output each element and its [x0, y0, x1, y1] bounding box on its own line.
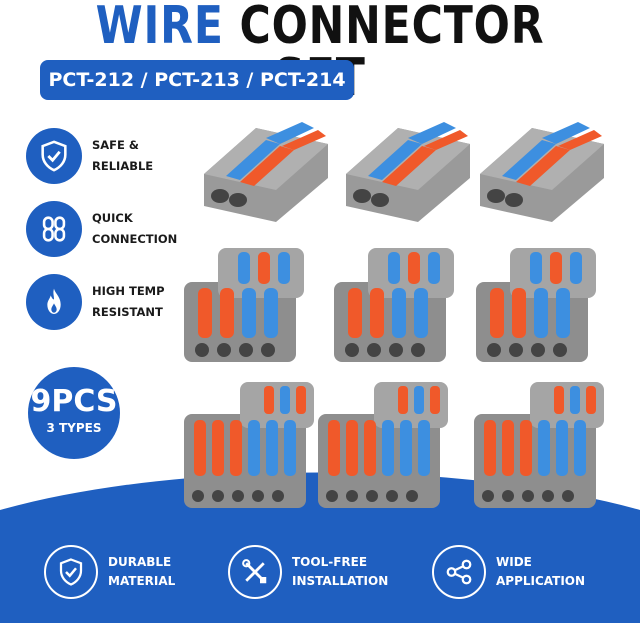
title-accent: WIRE	[95, 0, 224, 56]
product-4way-3	[474, 382, 604, 508]
pcs-count: 9PCS	[30, 384, 118, 419]
bottom-feature-toolfree-line2: INSTALLATION	[292, 574, 389, 588]
feature-quick-line2: CONNECTION	[92, 232, 178, 246]
page-title: WIRE CONNECTOR SET	[58, 0, 583, 104]
link-icon	[26, 201, 82, 257]
feature-heat: HIGH TEMP RESISTANT	[26, 274, 165, 330]
product-3way-3	[476, 248, 596, 362]
pcs-types: 3 TYPES	[46, 421, 102, 435]
feature-heat-line2: RESISTANT	[92, 305, 163, 319]
flame-icon	[26, 274, 82, 330]
product-3way-1	[184, 248, 304, 362]
feature-quick-line1: QUICK	[92, 211, 133, 225]
product-4way-2	[318, 382, 448, 508]
bottom-feature-durable-line1: DURABLE	[108, 555, 172, 569]
product-2way-2	[346, 122, 470, 222]
bottom-feature-durable: DURABLE MATERIAL	[44, 545, 175, 599]
bottom-feature-durable-line2: MATERIAL	[108, 574, 176, 588]
tools-icon	[228, 545, 282, 599]
product-2way-1	[204, 122, 328, 222]
feature-safe-line2: RELIABLE	[92, 159, 154, 173]
feature-safe-line1: SAFE &	[92, 138, 139, 152]
bottom-feature-toolfree-line1: TOOL-FREE	[292, 555, 368, 569]
feature-safe: SAFE & RELIABLE	[26, 128, 153, 184]
feature-quick: QUICK CONNECTION	[26, 201, 177, 257]
product-4way-1	[184, 382, 314, 508]
feature-heat-line1: HIGH TEMP	[92, 284, 165, 298]
shield-check-icon	[26, 128, 82, 184]
pcs-badge: 9PCS 3 TYPES	[28, 367, 120, 459]
shield-check-icon	[44, 545, 98, 599]
bottom-feature-toolfree: TOOL-FREE INSTALLATION	[228, 545, 388, 599]
product-3way-2	[334, 248, 454, 362]
bottom-feature-wide: WIDE APPLICATION	[432, 545, 585, 599]
bottom-feature-wide-line1: WIDE	[496, 555, 532, 569]
product-2way-3	[480, 122, 604, 222]
bottom-feature-wide-line2: APPLICATION	[496, 574, 586, 588]
share-icon	[432, 545, 486, 599]
models-banner: PCT-212 / PCT-213 / PCT-214	[40, 60, 354, 100]
